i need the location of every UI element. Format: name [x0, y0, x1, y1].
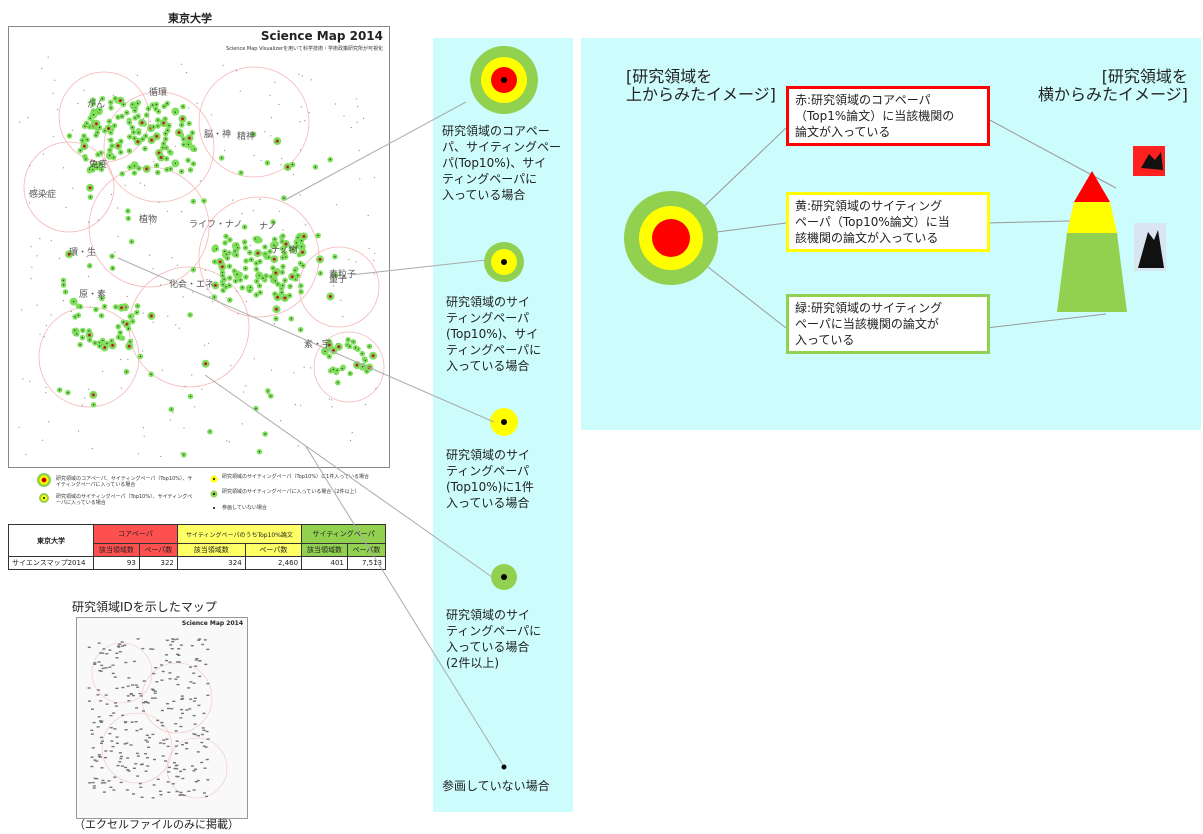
science-map: Science Map 2014 Science Map Visualizerを…: [8, 26, 390, 468]
red-note: 赤:研究領域のコアペーパ（Top1%論文）に当該機関の論文が入っている: [786, 86, 990, 146]
field-label: 精神: [237, 132, 256, 142]
field-label: がん: [87, 100, 106, 110]
pyramid-yellow: [1067, 202, 1117, 233]
legend-text-top10: 研究領域のサイティングペーパ(Top10%)に1件入っている場合: [446, 448, 534, 510]
legend-text-none: 参画していない場合: [442, 779, 550, 793]
table-group-top10: サイティングペーパのうちTop10%論文: [176, 524, 303, 544]
table-row-label: サイエンスマップ2014: [8, 556, 94, 570]
legend-item: 研究領域のサイティングペーパ（Top10%）に1件入っている場合: [222, 474, 370, 480]
top-view-title: [研究領域を 上からみたイメージ]: [626, 67, 776, 104]
top-view-core: [652, 219, 690, 257]
field-label: 植物: [139, 215, 158, 225]
field-label: 素粒子: [329, 270, 357, 280]
field-label: ナノ: [259, 222, 277, 232]
legend-item: 研究領域のサイティングペーパに入っている場合（2件以上）: [222, 489, 360, 495]
table-subheader: ペーパ数: [346, 543, 387, 557]
legend-item: 参画していない場合: [222, 505, 267, 511]
table-institution: 東京大学: [8, 524, 94, 557]
summary-table: 東京大学 コアペーパ サイティングペーパのうちTop10%論文 サイティングペー…: [8, 524, 387, 570]
pyramid-red: [1074, 171, 1110, 202]
table-cell: 7,513: [346, 556, 387, 570]
green-note: 緑:研究領域のサイティングペーパに当該機関の論文が入っている: [786, 294, 990, 354]
map-canvas: [18, 56, 385, 458]
science-map-subtitle: Science Map Visualizerを用いて科学技術・学術政策研究所が可…: [225, 46, 383, 52]
table-group-core: コアペーパ: [93, 524, 178, 544]
table-cell: 322: [138, 556, 178, 570]
field-label: ナノ物: [271, 246, 298, 256]
legend-item: 研究領域のコアペーパ、サイティングペーパ（Top10%）、サイティングペーパに入…: [56, 476, 193, 488]
legend-text-core: 研究領域のコアペーパ、サイティングペーパ(Top10%)、サイティングペーパに入…: [442, 124, 562, 202]
table-cell: 401: [301, 556, 348, 570]
field-label: 環・生: [69, 248, 97, 258]
table-subheader: ペーパ数: [138, 543, 178, 557]
map-legend: 研究領域のコアペーパ、サイティングペーパ（Top10%）、サイティングペーパに入…: [36, 472, 396, 516]
legend-text-citing: 研究領域のサイティングペーパに入っている場合(2件以上): [446, 608, 542, 670]
science-map-title: Science Map 2014: [260, 29, 383, 43]
legend-text-top10-citing: 研究領域のサイティングペーパ(Top10%)、サイティングペーパに入っている場合: [446, 295, 542, 373]
field-label: 感染症: [29, 190, 57, 200]
table-subheader: 該当領域数: [301, 543, 348, 557]
thumb-map-title: Science Map 2014: [181, 620, 243, 627]
yellow-note: 黄:研究領域のサイティングペーパ（Top10%論文）に当該機関の論文が入っている: [786, 192, 990, 252]
table-cell: 93: [93, 556, 140, 570]
table-subheader: 該当領域数: [176, 543, 246, 557]
legend-item: 研究領域のサイティングペーパ（Top10%）、サイティングペーパに入っている場合: [56, 494, 193, 506]
field-label: 免疫: [89, 160, 108, 170]
concept-graphics: [624, 117, 1166, 329]
map-caption: 東京大学: [168, 12, 212, 25]
side-view-title: [研究領域を 横からみたイメージ]: [1038, 67, 1188, 104]
table-group-citing: サイティングペーパ: [301, 524, 386, 544]
table-subheader: ペーパ数: [244, 543, 303, 557]
table-subheader: 該当領域数: [93, 543, 140, 557]
table-cell: 324: [176, 556, 246, 570]
thumb-map: Science Map 2014: [76, 617, 248, 819]
field-label: 循環: [149, 88, 168, 98]
thumb-caption: （エクセルファイルのみに掲載）: [74, 818, 239, 831]
field-label: ライフ・ナノ: [189, 220, 243, 230]
thumb-title: 研究領域IDを示したマップ: [72, 600, 217, 614]
field-label: 化合・エネ: [169, 280, 215, 290]
pyramid-green: [1057, 233, 1127, 312]
table-cell: 2,460: [244, 556, 303, 570]
none-marker: [501, 764, 507, 770]
field-label: 脳・神: [204, 130, 232, 140]
field-label: 原・素: [79, 290, 107, 300]
thumb-canvas: [87, 638, 228, 799]
field-label: 素・宇: [304, 340, 332, 350]
legend-none-marker: [213, 507, 215, 509]
